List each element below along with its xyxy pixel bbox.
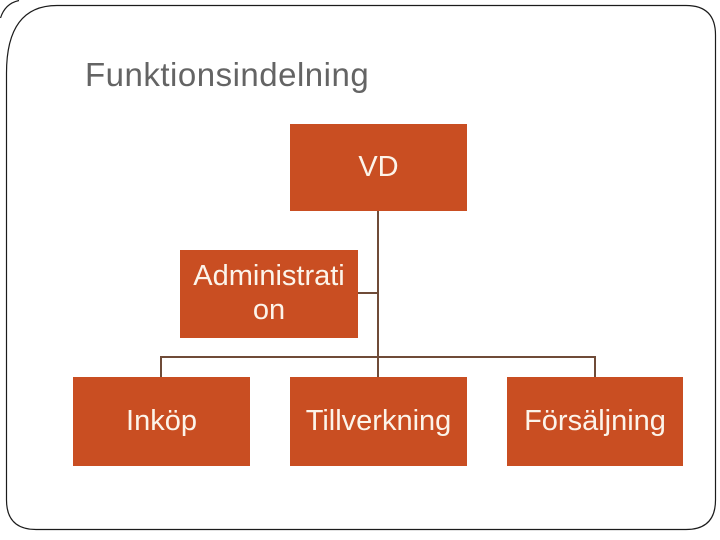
slide-corner-accent-arc (0, 0, 20, 19)
org-node-forsaljning: Försäljning (507, 377, 683, 466)
page-title: Funktionsindelning (85, 56, 370, 93)
connector-inkop-drop (160, 356, 162, 377)
org-node-forsaljning-label: Försäljning (524, 404, 666, 437)
org-node-vd-label: VD (358, 150, 399, 183)
connector-admin-stub (358, 292, 378, 294)
org-node-inkop-label: Inköp (126, 404, 197, 437)
org-node-tillverkning-label: Tillverkning (305, 404, 452, 437)
connector-level3-horizontal (160, 356, 596, 358)
org-node-tillverkning: Tillverkning (290, 377, 467, 466)
org-node-inkop: Inköp (73, 377, 250, 466)
slide-border-outline (5, 4, 717, 531)
org-node-vd: VD (290, 124, 467, 211)
connector-vd-vertical (377, 211, 379, 377)
org-node-administration: Administrati on (180, 250, 358, 338)
org-node-administration-label: Administrati on (193, 260, 345, 326)
connector-forsaljning-drop (594, 356, 596, 377)
